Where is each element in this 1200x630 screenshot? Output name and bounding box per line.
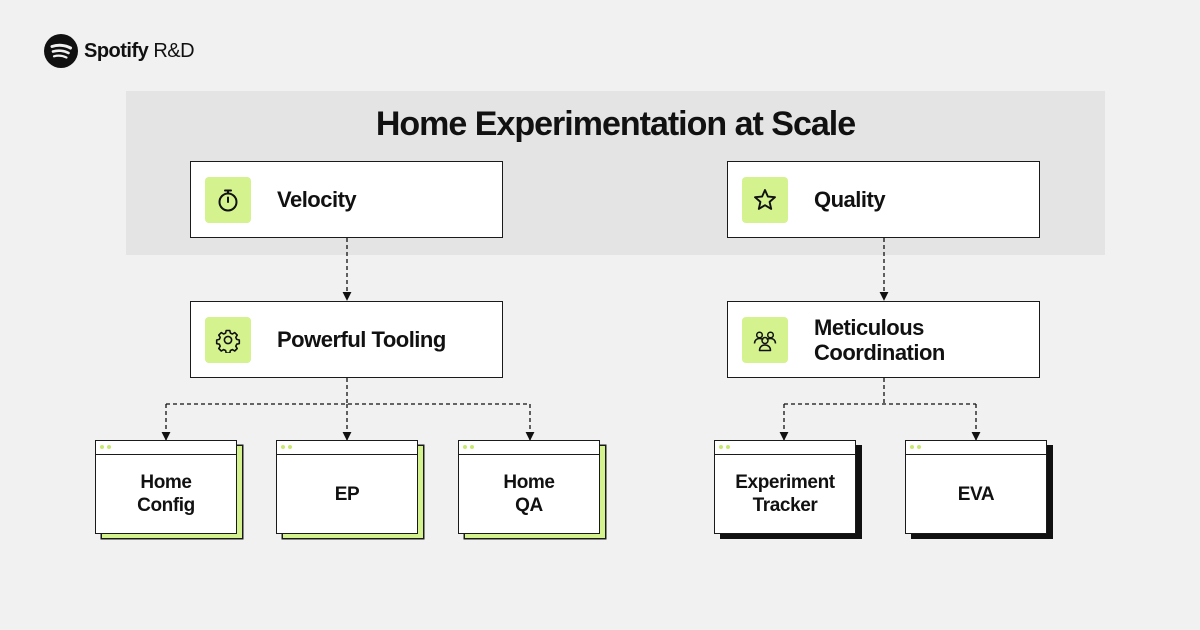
window-titlebar bbox=[96, 441, 236, 455]
tool-home-config: Home Config bbox=[95, 440, 237, 534]
node-powerful-tooling: Powerful Tooling bbox=[190, 301, 503, 378]
node-label: Powerful Tooling bbox=[277, 327, 446, 352]
node-label: Quality bbox=[814, 187, 886, 212]
tooling-icon-box bbox=[205, 316, 251, 363]
tool-home-qa: Home QA bbox=[458, 440, 600, 534]
window-dot bbox=[910, 445, 914, 449]
node-quality: Quality bbox=[727, 161, 1040, 238]
tool-ep: EP bbox=[276, 440, 418, 534]
window-dot bbox=[100, 445, 104, 449]
tool-label: EP bbox=[334, 483, 360, 505]
window-titlebar bbox=[715, 441, 855, 455]
window-dot bbox=[288, 445, 292, 449]
tool-eva: EVA bbox=[905, 440, 1047, 534]
coordination-icon-box bbox=[742, 316, 788, 363]
diagram-title: Home Experimentation at Scale bbox=[375, 105, 856, 143]
window-dot bbox=[917, 445, 921, 449]
gear-icon bbox=[215, 329, 241, 353]
window-dot bbox=[463, 445, 467, 449]
window-titlebar bbox=[459, 441, 599, 455]
window-titlebar bbox=[906, 441, 1046, 455]
node-label: Meticulous Coordination bbox=[814, 314, 945, 365]
quality-icon-box bbox=[742, 176, 788, 223]
window-dot bbox=[470, 445, 474, 449]
tool-label: Home Config bbox=[137, 472, 195, 516]
brand-logo: Spotify R&D bbox=[44, 34, 195, 68]
tool-label: Experiment Tracker bbox=[735, 472, 835, 516]
brand-wordmark: Spotify R&D bbox=[84, 39, 195, 63]
tool-label: Home QA bbox=[503, 472, 555, 516]
window-dot bbox=[719, 445, 723, 449]
tool-experiment-tracker: Experiment Tracker bbox=[714, 440, 856, 534]
node-velocity: Velocity bbox=[190, 161, 503, 238]
node-label: Velocity bbox=[277, 187, 357, 212]
window-dot bbox=[726, 445, 730, 449]
node-meticulous-coordination: Meticulous Coordination bbox=[727, 301, 1040, 378]
star-icon bbox=[754, 188, 776, 210]
stopwatch-icon bbox=[218, 189, 238, 211]
window-dot bbox=[107, 445, 111, 449]
tool-label: EVA bbox=[957, 483, 995, 505]
window-dot bbox=[281, 445, 285, 449]
spotify-logo-icon bbox=[44, 34, 78, 68]
window-titlebar bbox=[277, 441, 417, 455]
velocity-icon-box bbox=[205, 176, 251, 223]
people-icon bbox=[753, 330, 777, 351]
brand-name: Spotify bbox=[84, 39, 149, 62]
brand-suffix: R&D bbox=[153, 39, 195, 62]
